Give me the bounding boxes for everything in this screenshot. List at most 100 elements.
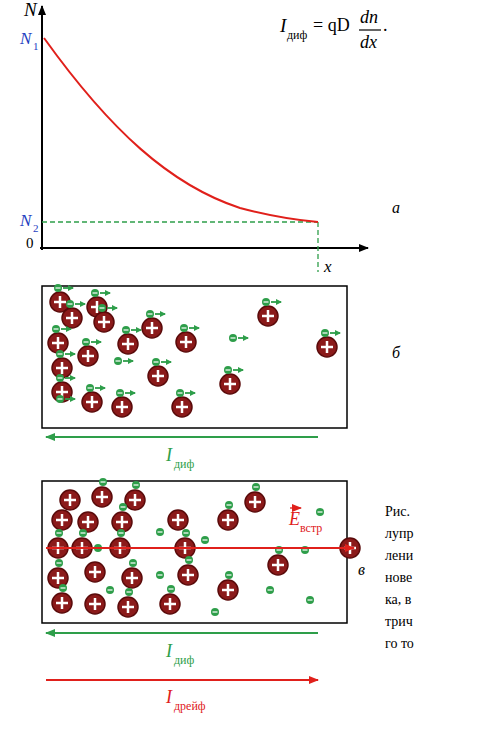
electron: [252, 483, 260, 491]
concentration-curve: [44, 38, 318, 222]
positive-ion: [82, 392, 102, 412]
drift-current-arrow: [46, 679, 318, 681]
electron: [122, 326, 141, 334]
electron: [201, 536, 209, 544]
electron: [306, 596, 314, 604]
electron: [119, 503, 127, 511]
n2-level: [42, 221, 318, 222]
positive-ion: [60, 490, 80, 510]
positive-ion: [178, 565, 198, 585]
electron: [180, 324, 199, 332]
electron: [167, 585, 175, 593]
caption-text: го то: [385, 637, 414, 651]
axis-label: N: [20, 30, 31, 47]
electron: [316, 508, 324, 516]
positive-ion: [142, 318, 162, 338]
semiconductor-bar: [42, 286, 347, 428]
formula-part: I: [280, 16, 286, 35]
positive-ion: [268, 555, 288, 575]
electron: [211, 608, 219, 616]
electron: [55, 529, 63, 537]
diffusion-current-arrow: [46, 436, 318, 438]
formula-part: .: [383, 16, 388, 34]
positive-ion: [48, 333, 68, 353]
electron: [56, 374, 75, 382]
vector-sign: [290, 507, 301, 508]
positive-ion: [218, 510, 238, 530]
electron: [224, 366, 243, 374]
axis-label: N: [20, 212, 31, 229]
axis-label: N: [24, 0, 37, 19]
electron: [125, 588, 133, 596]
caption-text: Рис.: [385, 505, 410, 519]
axis-label: 0: [26, 236, 34, 251]
positive-ion: [172, 397, 192, 417]
electron: [59, 584, 67, 592]
positive-ion: [62, 308, 82, 328]
positive-ion: [78, 346, 98, 366]
x-end-line: [317, 222, 318, 272]
positive-ion: [78, 512, 98, 532]
electron: [152, 358, 171, 366]
electron: [55, 559, 63, 567]
formula-part: диф: [287, 29, 307, 41]
panel-label: встр: [300, 522, 322, 534]
formula-part: = qD: [313, 16, 350, 34]
panel-label: диф: [174, 654, 194, 666]
positive-ion: [125, 490, 145, 510]
electron: [129, 559, 137, 567]
semiconductor-bar: [42, 481, 347, 623]
positive-ion: [317, 337, 337, 357]
caption-text: трич: [385, 615, 413, 629]
electron: [56, 350, 75, 358]
electron: [79, 529, 87, 537]
electron: [156, 571, 164, 579]
positive-ion: [218, 580, 238, 600]
positive-ion: [92, 487, 112, 507]
positive-ion: [118, 597, 138, 617]
electron: [225, 571, 233, 579]
positive-ion: [85, 562, 105, 582]
electron: [262, 298, 281, 306]
positive-ion: [148, 366, 168, 386]
electron: [321, 329, 340, 337]
positive-ion: [85, 594, 105, 614]
caption-text: нове: [385, 571, 412, 585]
positive-ion: [220, 374, 240, 394]
positive-ion: [118, 334, 138, 354]
positive-ion: [112, 397, 132, 417]
electron: [117, 529, 125, 537]
positive-ion: [52, 510, 72, 530]
electron: [98, 304, 117, 312]
positive-ion: [52, 593, 72, 613]
electron: [146, 310, 165, 318]
electron: [99, 478, 107, 486]
axis-label: 1: [33, 41, 39, 52]
field-arrow: [46, 547, 354, 549]
electron: [82, 338, 101, 346]
electron: [176, 389, 195, 397]
x-axis: [40, 247, 368, 249]
panel-label: I: [166, 688, 172, 706]
formula-part: dx: [360, 33, 377, 51]
panel-label: I: [166, 446, 172, 464]
electron: [54, 284, 73, 292]
axis-label: x: [324, 258, 332, 275]
y-axis: [41, 6, 43, 250]
electron: [86, 384, 105, 392]
electron: [91, 289, 110, 297]
panel-label: I: [166, 642, 172, 660]
electron: [114, 357, 133, 365]
formula-part: dn: [360, 8, 378, 26]
electron: [56, 395, 75, 403]
fraction-bar: [359, 29, 381, 30]
positive-ion: [160, 594, 180, 614]
electron: [116, 389, 135, 397]
axis-label: 2: [33, 223, 39, 234]
positive-ion: [94, 312, 114, 332]
panel-label: б: [392, 345, 400, 361]
positive-ion: [122, 568, 142, 588]
electron: [229, 334, 248, 342]
